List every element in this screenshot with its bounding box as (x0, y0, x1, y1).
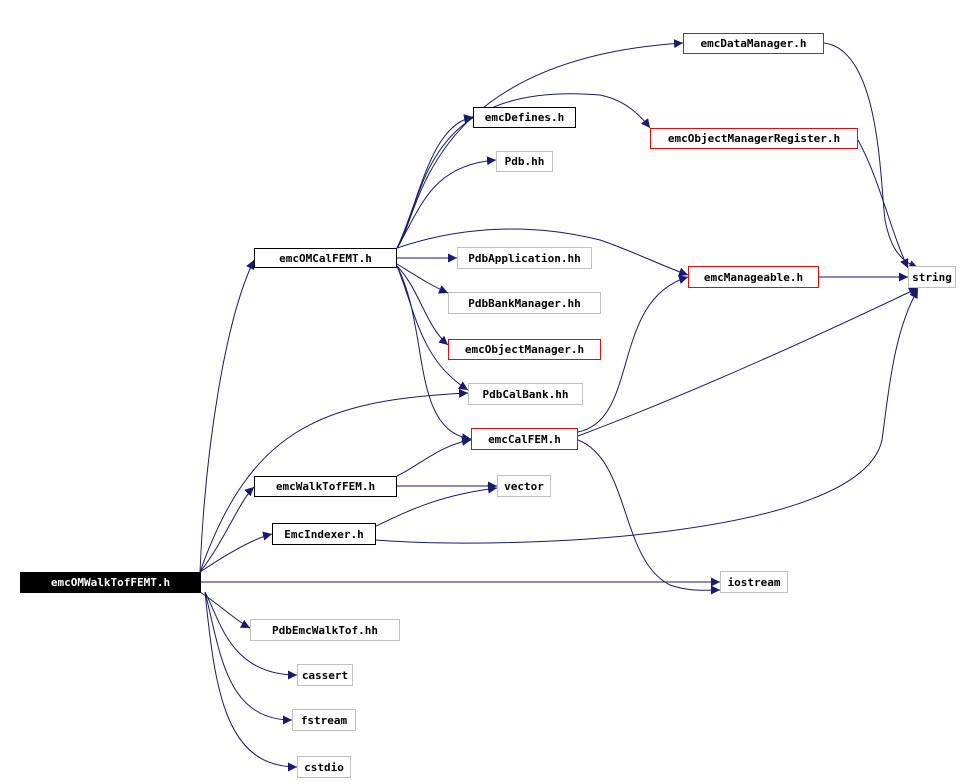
node-label: PdbBankManager.hh (468, 296, 581, 310)
node-EmcIndexer-h[interactable]: EmcIndexer.h (272, 523, 376, 545)
node-label: Pdb.hh (504, 155, 545, 168)
node-emcManageable-h[interactable]: emcManageable.h (688, 266, 819, 288)
node-label: emcOMWalkTofFEMT.h (50, 576, 171, 589)
node-cstdio[interactable]: cstdio (297, 756, 351, 778)
node-label: emcCalFEM.h (488, 432, 561, 446)
edge-root-to-emcWalkTofFEM (199, 486, 255, 573)
node-label: emcObjectManager.h (464, 343, 585, 356)
dependency-edges (199, 39, 919, 772)
node-label: emcObjectManagerRegister.h (667, 132, 841, 145)
node-label: emcWalkTofFEM.h (275, 480, 376, 493)
edge-emcOMCalFEMT-to-emcCalFEM (396, 265, 472, 443)
node-label: emcManageable.h (703, 270, 804, 284)
node-label: PdbCalBank.hh (482, 387, 569, 401)
node-iostream[interactable]: iostream (720, 571, 788, 593)
edge-emcOMCalFEMT-to-Pdb (396, 156, 497, 249)
node-PdbBankManager-hh[interactable]: PdbBankManager.hh (448, 292, 601, 314)
node-label: emcDefines.h (484, 111, 565, 124)
node-label: emcOMCalFEMT.h (279, 251, 372, 265)
node-emcWalkTofFEM-h[interactable]: emcWalkTofFEM.h (254, 476, 397, 497)
node-label: EmcIndexer.h (284, 527, 364, 541)
node-label: string (912, 270, 952, 284)
node-PdbCalBank-hh[interactable]: PdbCalBank.hh (468, 383, 583, 405)
edge-emcWalkTofFEM-to-emcCalFEM (396, 436, 472, 477)
edge-root-to-cstdio (204, 591, 298, 772)
edge-emcOMCalFEMT-to-emcObjectManager (396, 265, 449, 346)
node-emcObjectManager-h[interactable]: emcObjectManager.h (448, 339, 601, 360)
edge-emcDataManager-to-string (823, 42, 919, 269)
edge-EmcIndexer-to-string (375, 288, 919, 544)
edge-emcCalFEM-to-string (577, 287, 919, 437)
node-label: fstream (300, 713, 348, 727)
node-emcDefines-h[interactable]: emcDefines.h (473, 107, 576, 128)
edge-EmcIndexer-to-vector (375, 484, 498, 527)
node-Pdb-hh[interactable]: Pdb.hh (496, 151, 553, 172)
edge-emcOMCalFEMT-to-PdbBankManager (396, 263, 449, 294)
node-label: PdbEmcWalkTof.hh (272, 623, 378, 637)
node-label: emcDataManager.h (700, 37, 807, 50)
edge-emcOMCalFEMT-to-emcManageable (396, 228, 689, 277)
node-emcCalFEM-h[interactable]: emcCalFEM.h (471, 428, 578, 450)
node-label: vector (504, 479, 544, 493)
edge-emcOMCalFEMT-to-emcObjectManagerRegister (396, 93, 651, 249)
node-label: PdbApplication.hh (468, 251, 581, 265)
node-label: iostream (727, 575, 781, 589)
node-fstream[interactable]: fstream (292, 709, 356, 731)
edge-root-to-cassert (204, 591, 298, 680)
node-label: cstdio (304, 760, 344, 774)
edge-emcObjectManagerRegister-to-string (857, 139, 909, 269)
node-emcDataManager-h[interactable]: emcDataManager.h (683, 33, 824, 54)
edge-root-to-fstream (204, 591, 293, 725)
node-cassert[interactable]: cassert (297, 664, 353, 686)
node-PdbApplication-hh[interactable]: PdbApplication.hh (457, 247, 592, 269)
node-emcOMWalkTofFEMT-h-root[interactable]: emcOMWalkTofFEMT.h (20, 572, 201, 593)
node-string[interactable]: string (908, 266, 956, 288)
node-vector[interactable]: vector (497, 475, 551, 497)
node-label: cassert (301, 668, 349, 682)
node-emcOMCalFEMT-h[interactable]: emcOMCalFEMT.h (254, 248, 397, 268)
node-emcObjectManagerRegister-h[interactable]: emcObjectManagerRegister.h (650, 128, 858, 149)
edge-emcOMCalFEMT-to-PdbCalBank (396, 265, 469, 391)
edge-root-to-PdbCalBank (199, 388, 469, 573)
edge-root-to-EmcIndexer (199, 531, 273, 573)
edge-root-to-emcOMCalFEMT (199, 259, 255, 573)
edge-emcCalFEM-to-emcManageable (577, 275, 689, 433)
node-PdbEmcWalkTof-hh[interactable]: PdbEmcWalkTof.hh (250, 619, 400, 641)
edge-emcOMCalFEMT-to-emcDataManager (396, 39, 684, 249)
edge-emcCalFEM-to-iostream (577, 439, 721, 595)
